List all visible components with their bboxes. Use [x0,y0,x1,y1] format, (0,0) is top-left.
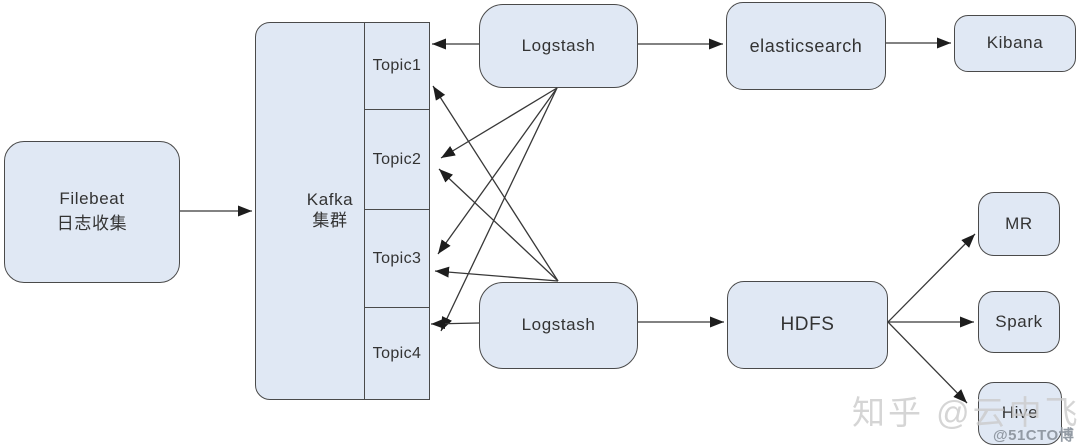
node-topic2: Topic2 [365,110,429,210]
node-filebeat: Filebeat 日志收集 [4,141,180,283]
hive-label: Hive [1001,403,1039,423]
edge-logstash-top-topic2 [440,87,558,159]
edge-logstash-bottom-topic4 [430,318,480,330]
node-topic3: Topic3 [365,210,429,308]
logstash-bottom-label: Logstash [521,315,596,335]
node-elasticsearch: elasticsearch [726,2,886,90]
node-topic4: Topic4 [365,308,429,399]
node-spark: Spark [978,291,1060,353]
topic3-label: Topic3 [372,249,422,267]
hdfs-label: HDFS [780,314,835,336]
spark-label: Spark [995,311,1043,331]
edge-hdfs-mr [887,233,976,323]
node-logstash-bottom: Logstash [479,282,638,369]
edge-logstash-bottom-topic3 [434,266,559,282]
kafka-label-line2: 集群 [312,211,348,231]
kafka-label-line1: Kafka [306,190,354,209]
edge-logstash-bottom-topic2 [438,168,559,282]
node-topic1: Topic1 [365,23,429,110]
kafka-topics-column: Topic1 Topic2 Topic3 Topic4 [364,22,430,400]
filebeat-label-line2: 日志收集 [56,214,128,233]
node-logstash-top: Logstash [479,4,638,88]
edge-logstash-bottom-topic1 [432,85,559,282]
watermark-51cto: @51CTO博 [993,427,1075,444]
node-kibana: Kibana [954,15,1076,72]
kafka-cluster-label: Kafka 集群 [295,189,365,232]
topic4-label: Topic4 [372,344,422,362]
kibana-label: Kibana [986,33,1044,53]
filebeat-label-line1: Filebeat [59,189,125,209]
edge-logstash-top-topic3 [437,87,558,255]
mr-label: MR [1005,213,1033,233]
node-hive: Hive [978,382,1062,445]
node-hdfs: HDFS [727,281,888,369]
logstash-top-label: Logstash [521,35,596,55]
topic1-label: Topic1 [372,57,422,74]
elasticsearch-label: elasticsearch [749,35,863,56]
topic2-label: Topic2 [372,150,422,168]
node-mr: MR [978,192,1060,256]
